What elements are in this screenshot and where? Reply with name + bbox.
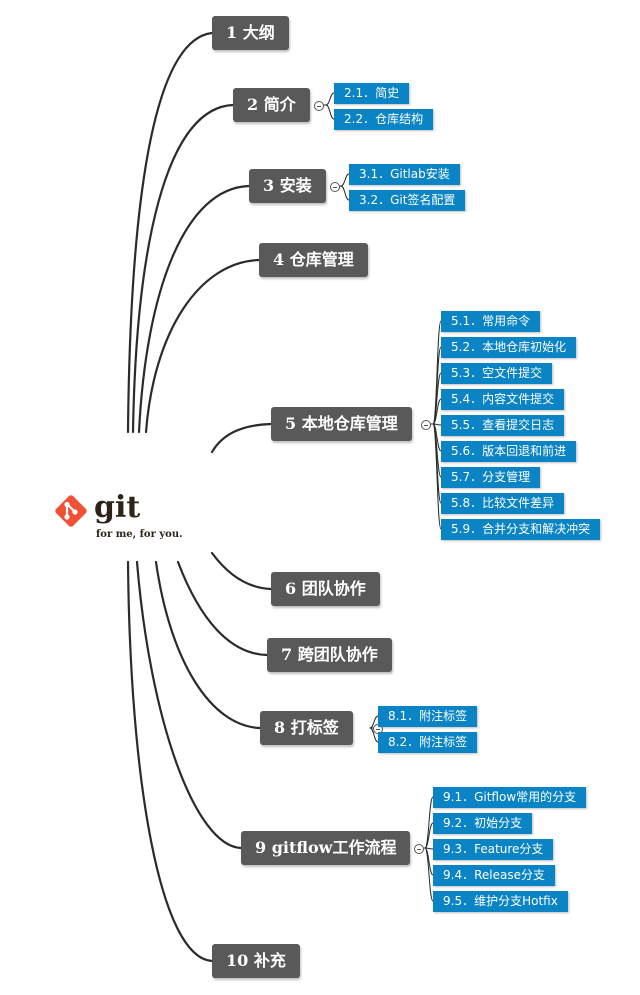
subtopic-8-1[interactable]: 8.1．附注标签 — [378, 706, 478, 727]
subtopic-5-5[interactable]: 5.5．查看提交日志 — [441, 415, 565, 436]
subtopic-5-1[interactable]: 5.1．常用命令 — [441, 311, 541, 332]
connector-topic-9-branch-1 — [424, 796, 434, 849]
topic-5[interactable]: 5 本地仓库管理 — [271, 407, 412, 441]
collapse-toggle-3[interactable] — [330, 182, 340, 192]
topic-10[interactable]: 10 补充 — [212, 944, 300, 978]
topic-8[interactable]: 8 打标签 — [260, 711, 353, 745]
connector-root-topic-3 — [137, 184, 251, 434]
git-logo-tagline: for me, for you. — [96, 529, 183, 540]
topic-9[interactable]: 9 gitflow工作流程 — [241, 831, 411, 865]
topic-4[interactable]: 4 仓库管理 — [259, 243, 368, 277]
connector-root-topic-1 — [126, 31, 214, 434]
subtopic-9-1[interactable]: 9.1．Gitflow常用的分支 — [433, 787, 587, 808]
topic-1[interactable]: 1 大纲 — [212, 16, 289, 50]
connector-topic-5-branch-9 — [432, 423, 442, 530]
subtopic-2-2[interactable]: 2.2．仓库结构 — [334, 109, 434, 130]
connector-root-topic-2 — [131, 103, 235, 434]
connector-topic-2-branch-2 — [325, 104, 335, 120]
connector-root-topic-5 — [210, 422, 273, 454]
subtopic-5-4[interactable]: 5.4．内容文件提交 — [441, 389, 565, 410]
subtopic-5-3[interactable]: 5.3．空文件提交 — [441, 363, 553, 384]
connector-topic-2-branch-1 — [325, 92, 335, 106]
connector-root-topic-9 — [135, 560, 243, 850]
connector-topic-8-branch-1 — [369, 715, 379, 729]
collapse-toggle-9[interactable] — [414, 844, 424, 854]
connector-root-topic-8 — [154, 560, 262, 730]
subtopic-9-4[interactable]: 9.4．Release分支 — [433, 865, 555, 886]
connector-topic-3-branch-2 — [340, 185, 350, 201]
git-logo-icon — [55, 495, 87, 527]
topic-3[interactable]: 3 安装 — [249, 169, 326, 203]
subtopic-3-1[interactable]: 3.1．Gitlab安装 — [349, 164, 460, 185]
subtopic-3-2[interactable]: 3.2．Git签名配置 — [349, 190, 466, 211]
connector-topic-8-branch-2 — [369, 727, 379, 743]
subtopic-2-1[interactable]: 2.1．简史 — [334, 83, 410, 104]
connector-root-topic-10 — [126, 560, 214, 963]
subtopic-9-5[interactable]: 9.5．维护分支Hotfix — [433, 891, 568, 912]
subtopic-5-2[interactable]: 5.2．本地仓库初始化 — [441, 337, 577, 358]
connector-topic-5-branch-3 — [432, 372, 442, 425]
connector-topic-3-branch-1 — [340, 173, 350, 187]
subtopic-5-7[interactable]: 5.7．分支管理 — [441, 467, 541, 488]
connector-topic-9-branch-5 — [424, 847, 434, 902]
collapse-toggle-2[interactable] — [314, 101, 324, 111]
git-logo-wordmark: git — [94, 490, 141, 525]
topic-6[interactable]: 6 团队协作 — [271, 572, 380, 606]
connector-topic-9-branch-2 — [424, 822, 434, 849]
topic-2[interactable]: 2 简介 — [233, 88, 310, 122]
subtopic-5-9[interactable]: 5.9．合并分支和解决冲突 — [441, 519, 601, 540]
topic-7[interactable]: 7 跨团队协作 — [267, 638, 392, 672]
connector-root-topic-7 — [176, 560, 269, 657]
subtopic-8-2[interactable]: 8.2．附注标签 — [378, 732, 478, 753]
subtopic-5-8[interactable]: 5.8．比较文件差异 — [441, 493, 565, 514]
collapse-toggle-5[interactable] — [421, 420, 431, 430]
connector-topic-5-branch-4 — [432, 398, 442, 425]
subtopic-5-6[interactable]: 5.6．版本回退和前进 — [441, 441, 577, 462]
connector-root-topic-4 — [144, 258, 261, 434]
connector-root-topic-6 — [210, 551, 273, 591]
subtopic-9-2[interactable]: 9.2．初始分支 — [433, 813, 533, 834]
subtopic-9-3[interactable]: 9.3．Feature分支 — [433, 839, 554, 860]
